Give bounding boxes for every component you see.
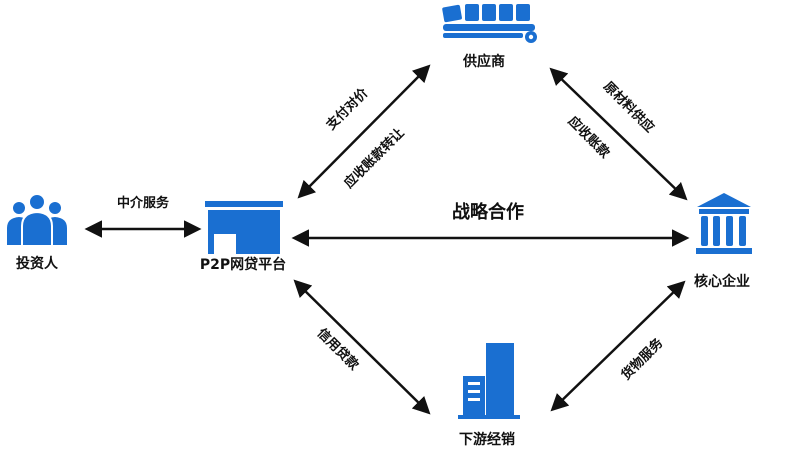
conveyor-icon xyxy=(442,4,537,43)
arrow-platform-downstream xyxy=(293,279,431,415)
arrow-supplier-platform xyxy=(297,64,431,199)
bank-icon xyxy=(696,193,752,254)
label-receivable: 应收账款 xyxy=(565,113,614,162)
label-receivable-transfer: 应收账款转让 xyxy=(341,125,407,191)
node-label-supplier: 供应商 xyxy=(462,53,505,70)
label-investor-platform: 中介服务 xyxy=(117,195,170,211)
building-icon xyxy=(458,343,520,419)
node-label-platform: P2P网贷平台 xyxy=(200,256,286,273)
label-pay-consideration: 支付对价 xyxy=(322,84,371,133)
node-label-core: 核心企业 xyxy=(694,273,750,290)
store-icon xyxy=(205,201,283,254)
node-label-investor: 投资人 xyxy=(16,255,59,272)
label-raw-material-supply: 原材料供应 xyxy=(600,79,657,136)
label-credit-loan: 信用贷款 xyxy=(314,325,363,374)
label-strategic-cooperation: 战略合作 xyxy=(452,201,524,223)
arrow-downstream-core xyxy=(550,280,686,412)
label-goods-service: 货物服务 xyxy=(618,334,667,383)
people-icon xyxy=(7,193,67,247)
node-label-downstream: 下游经销 xyxy=(459,431,515,448)
arrow-supplier-core xyxy=(549,67,688,201)
